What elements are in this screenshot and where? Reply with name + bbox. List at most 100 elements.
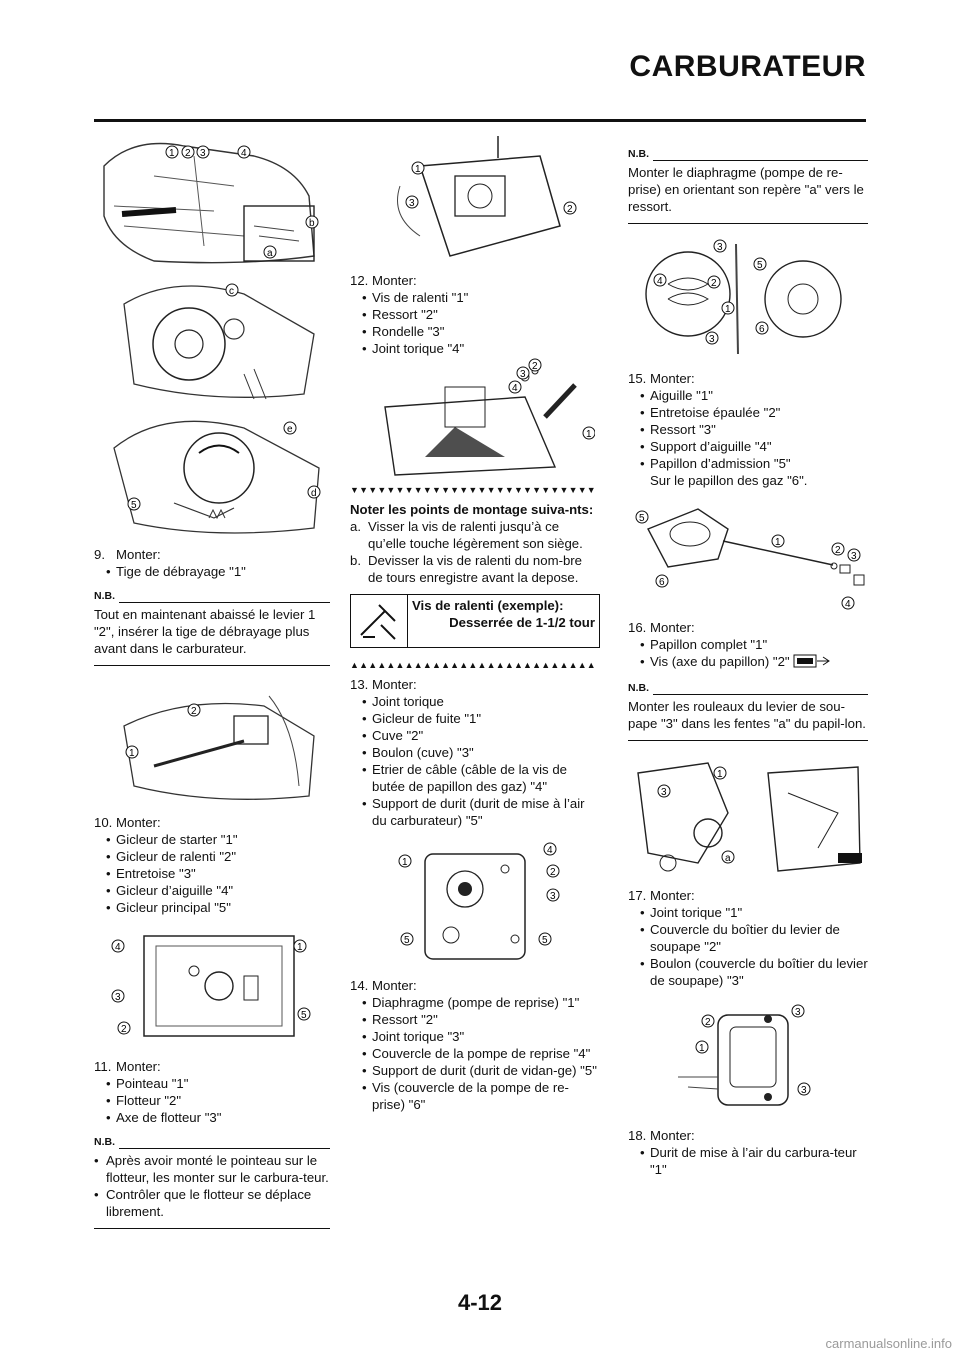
list-item: Papillon complet "1" (640, 636, 868, 653)
callout: 1 (699, 1043, 705, 1054)
list-item: Support de durit (durit de vidan-ge) "5" (362, 1062, 600, 1079)
section-marker-start: ▼▼▼▼▼▼▼▼▼▼▼▼▼▼▼▼▼▼▼▼▼▼▼▼▼▼▼ (350, 485, 596, 495)
callout: 1 (402, 857, 408, 868)
step-number: 10. (94, 815, 113, 830)
step-14: 14.Monter: Diaphragme (pompe de reprise)… (350, 977, 600, 1113)
nb-label: N.B. (94, 590, 115, 602)
illustration-throttle-valve: 5 1 2 3 6 4 (635, 508, 865, 610)
figure-clutch-rod: 1 2 3 4 b a (94, 126, 330, 274)
screwdriver-icon (351, 595, 408, 647)
callout: 1 (725, 304, 731, 315)
section-marker-end: ▲▲▲▲▲▲▲▲▲▲▲▲▲▲▲▲▲▲▲▲▲▲▲▲▲▲▲ (350, 660, 596, 670)
figure-lever: 2 1 (94, 666, 330, 808)
callout: 4 (512, 383, 518, 394)
illustration-clutch-rod: 1 2 3 4 b a (103, 142, 319, 264)
list-item: Durit de mise à l’air du carbura-teur "1… (640, 1144, 868, 1178)
callout: 6 (659, 577, 665, 588)
illustration-lever-cover: 3 2 1 3 (678, 1004, 811, 1106)
callout: 3 (550, 891, 556, 902)
list-item: Boulon (cuve) "3" (362, 744, 600, 761)
callout: c (229, 286, 234, 297)
list-item: Aiguille "1" (640, 387, 868, 404)
figure-pilot-screw: 2 3 4 1 (355, 357, 595, 481)
list-item: Ressort "2" (362, 306, 600, 323)
callout: 2 (550, 867, 556, 878)
nb-label: N.B. (628, 148, 649, 160)
step-number: 13. (350, 677, 369, 692)
list-item: Ressort "2" (362, 1011, 600, 1028)
list-item: Cuve "2" (362, 727, 600, 744)
nb-text: Tout en maintenant abaissé le levier 1 "… (94, 607, 316, 656)
step-18: 18.Monter: Durit de mise à l’air du carb… (628, 1127, 868, 1178)
step-number: 14. (350, 978, 369, 993)
point-item: b.Devisser la vis de ralenti du nom-bre … (350, 553, 583, 585)
list-item: Support de durit (durit de mise à l’air … (362, 795, 600, 829)
step-number: 12. (350, 273, 369, 288)
step-title: Monter: (372, 978, 417, 993)
step-title: Monter: (116, 815, 161, 830)
nb-note: N.B. Monter le diaphragme (pompe de re-p… (628, 146, 868, 224)
callout: 2 (835, 545, 841, 556)
step-title: Monter: (650, 887, 695, 903)
callout: d (311, 488, 317, 499)
list-item: Joint torique "4" (362, 340, 600, 357)
illustration-starter-spring: e 5 d (113, 420, 321, 534)
illustration-pilot-screw: 2 3 4 1 (384, 358, 595, 476)
list-item: Support d’aiguille "4" (640, 438, 868, 455)
callout: 1 (129, 748, 135, 759)
column-right: N.B. Monter le diaphragme (pompe de re-p… (628, 126, 868, 1178)
list-item: Gicleur de fuite "1" (362, 710, 600, 727)
figure-cable-pulley: c (94, 274, 330, 408)
list-item: Ressort "3" (640, 421, 868, 438)
callout: 3 (661, 787, 667, 798)
step-15: 15.Monter: Aiguille "1" Entretoise épaul… (628, 370, 868, 489)
list-item: Couvercle du boîtier du levier de soupap… (640, 921, 868, 955)
list-item: Joint torique "3" (362, 1028, 600, 1045)
illustration-float-bowl: 1 4 2 3 5 5 (398, 842, 560, 960)
callout: 4 (241, 148, 247, 159)
nb-note: N.B. Monter les rouleaux du levier de so… (628, 680, 868, 741)
illustration-cable-pulley: c (123, 283, 315, 400)
step-12: 12.Monter: Vis de ralenti "1" Ressort "2… (350, 272, 600, 357)
step-number: 9. (94, 547, 105, 562)
callout: a (267, 248, 273, 259)
callout: 1 (169, 148, 175, 159)
list-item: Etrier de câble (câble de la vis de buté… (362, 761, 600, 795)
figure-lever-cover: 3 2 1 3 (658, 997, 838, 1121)
nb-note: N.B. Tout en maintenant abaissé le levie… (94, 588, 330, 666)
callout: 2 (185, 148, 191, 159)
list-item: Vis (axe du papillon) "2" (640, 653, 868, 672)
list-item: Papillon d’admission "5" (640, 455, 868, 472)
step-title: Monter: (116, 547, 161, 562)
callout: 2 (532, 361, 538, 372)
figure-throttle-valve: 5 1 2 3 6 4 (628, 489, 868, 613)
spec-value: Desserrée de 1-1/2 tour (449, 615, 595, 630)
callout: a (725, 853, 731, 864)
point-item: a.Visser la vis de ralenti jusqu’à ce qu… (350, 519, 583, 551)
step-number: 16. (628, 620, 647, 635)
callout: 5 (131, 500, 137, 511)
step-10: 10.Monter: Gicleur de starter "1" Gicleu… (94, 814, 330, 916)
callout: 3 (520, 369, 526, 380)
watermark: carmanualsonline.info (825, 1336, 952, 1351)
illustration-jets: 4 1 3 2 5 (111, 935, 311, 1037)
step-13: 13.Monter: Joint torique Gicleur de fuit… (350, 676, 600, 829)
illustration-carb-body: 1 3 2 (397, 136, 577, 257)
callout: 4 (547, 845, 553, 856)
list-item: Entretoise épaulée "2" (640, 404, 868, 421)
illustration-accelerator-pump: 3 4 2 5 1 6 3 (645, 239, 842, 355)
list-item: Flotteur "2" (106, 1092, 330, 1109)
callout: 3 (409, 198, 415, 209)
figure-valve-lever: 1 3 a (628, 753, 868, 881)
threadlock-icon (793, 654, 831, 672)
callout: 5 (639, 513, 645, 524)
illustration-lever: 2 1 (123, 695, 315, 800)
points-title: Noter les points de montage suiva-nts: (350, 502, 594, 517)
list-item: Pointeau "1" (106, 1075, 330, 1092)
callout: e (287, 424, 293, 435)
callout: 3 (200, 148, 206, 159)
callout: 1 (775, 537, 781, 548)
figure-float-bowl: 1 4 2 3 5 5 (385, 839, 565, 971)
callout: 3 (709, 334, 715, 345)
callout: 2 (121, 1024, 127, 1035)
